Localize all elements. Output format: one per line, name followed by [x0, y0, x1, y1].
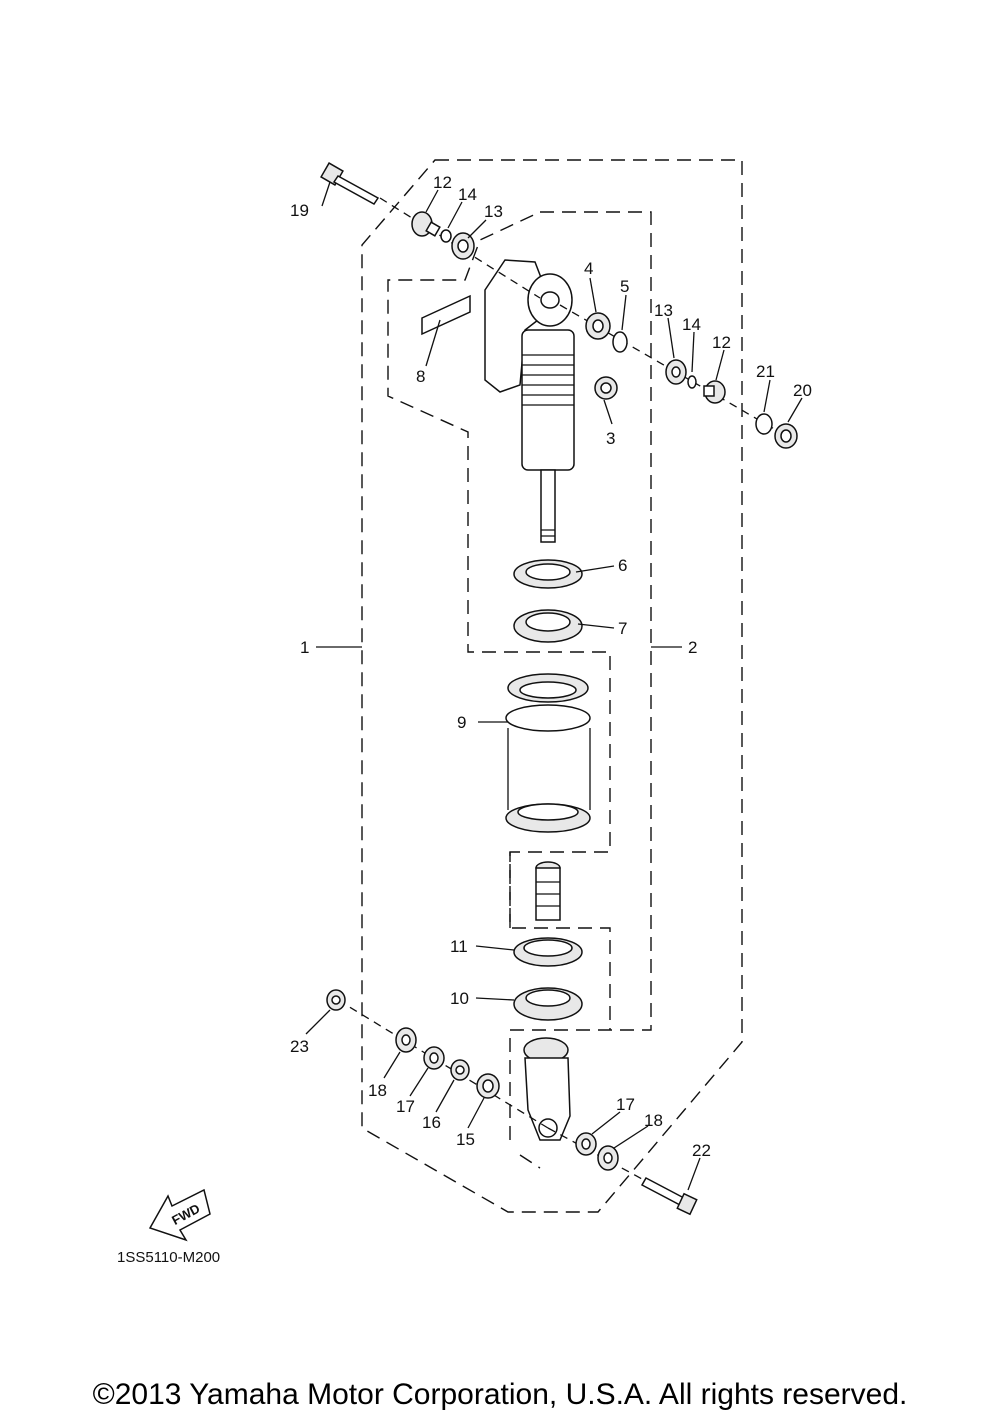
callout-7: 7 [618, 619, 627, 638]
bushing-4 [585, 312, 611, 340]
ring-nut-7 [513, 609, 583, 643]
spring-guide-10 [513, 987, 583, 1021]
ring-nut-6 [513, 559, 583, 589]
callout-10: 10 [450, 989, 469, 1008]
callout-14-right: 14 [682, 315, 701, 334]
fwd-arrow-icon: FWD [148, 1188, 211, 1242]
callout-numbers: 19 12 14 13 4 5 13 14 12 21 20 8 3 6 7 1… [290, 173, 812, 1160]
washer-21 [755, 413, 773, 435]
callout-3: 3 [606, 429, 615, 448]
callout-13-right: 13 [654, 301, 673, 320]
callout-1: 1 [300, 638, 309, 657]
shock-damper-body [484, 259, 575, 543]
copyright-notice: ©2013 Yamaha Motor Corporation, U.S.A. A… [92, 1378, 908, 1411]
callout-21: 21 [756, 362, 775, 381]
spring-seat-11 [513, 937, 583, 967]
callout-18-left: 18 [368, 1081, 387, 1100]
collar-12-right [703, 380, 726, 404]
callout-5: 5 [620, 277, 629, 296]
spring-9 [505, 673, 591, 833]
label-part-8 [421, 294, 471, 336]
leader-lines [305, 181, 803, 1191]
collar-16 [450, 1059, 470, 1081]
bolt-19 [320, 162, 380, 205]
callout-18-right: 18 [644, 1111, 663, 1130]
callout-23: 23 [290, 1037, 309, 1056]
nut-20 [774, 423, 798, 449]
callout-16: 16 [422, 1113, 441, 1132]
oil-seal-17-left [423, 1046, 445, 1070]
oil-seal-17-right [575, 1132, 597, 1156]
callout-15: 15 [456, 1130, 475, 1149]
collar-18-left [395, 1027, 417, 1053]
assembly-2-boundary [387, 211, 652, 1169]
callout-9: 9 [457, 713, 466, 732]
callout-6: 6 [618, 556, 627, 575]
callout-22: 22 [692, 1141, 711, 1160]
callout-2: 2 [688, 638, 697, 657]
callout-19: 19 [290, 201, 309, 220]
callout-8: 8 [416, 367, 425, 386]
collar-12-upper [411, 211, 441, 237]
adjuster-3 [594, 376, 618, 400]
callout-17-right: 17 [616, 1095, 635, 1114]
circlip-5 [612, 331, 628, 353]
o-ring-14-upper [440, 229, 452, 243]
callout-12-upper: 12 [433, 173, 452, 192]
callout-17-left: 17 [396, 1097, 415, 1116]
drawing-code: 1SS5110-M200 [117, 1249, 220, 1266]
assembly-1-boundary [361, 159, 743, 1213]
callout-12-right: 12 [712, 333, 731, 352]
callout-14-upper: 14 [458, 185, 477, 204]
bearing-15 [476, 1073, 500, 1099]
bump-stopper [535, 861, 561, 921]
o-ring-14-right [687, 375, 697, 389]
callout-4: 4 [584, 259, 593, 278]
collar-18-right [597, 1145, 619, 1171]
bolt-22 [640, 1176, 698, 1216]
callout-13-upper: 13 [484, 202, 503, 221]
lower-clevis [523, 1037, 571, 1141]
callout-20: 20 [793, 381, 812, 400]
callout-11: 11 [450, 937, 468, 956]
nut-23 [326, 989, 346, 1011]
